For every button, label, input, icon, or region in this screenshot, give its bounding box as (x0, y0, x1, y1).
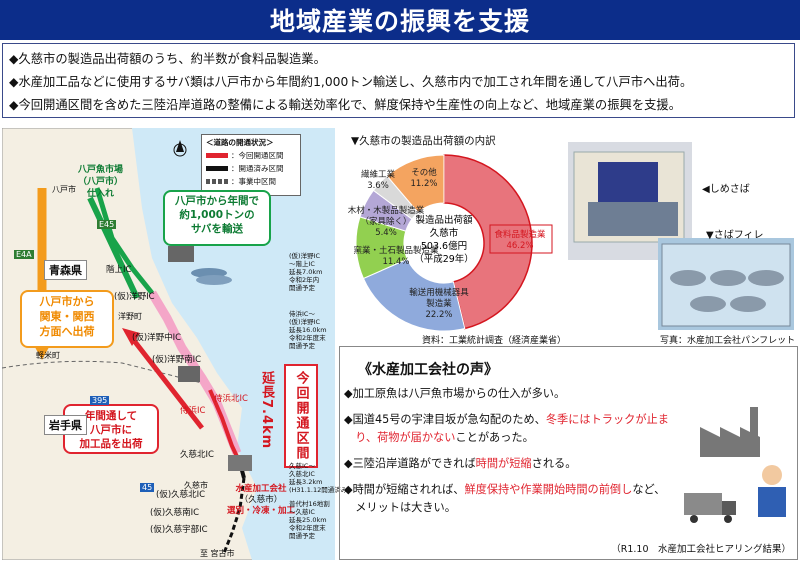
photo-credit: 写真：水産加工会社パンフレット (660, 336, 796, 346)
legend-swatch-construction (206, 179, 228, 184)
shimesaba-caption: ◀しめさば (702, 184, 750, 195)
e4a-sign: E4A (14, 250, 34, 259)
bullet-2: ◆水産加工品などに使用するサバ類は八戸市から年間約1,000トン輸送し、久慈市内… (9, 75, 693, 89)
legend-swatch-new (206, 153, 228, 158)
karumai-label: 軽米町 (36, 351, 60, 360)
pie-slice (386, 154, 445, 214)
voice-footer: （R1.10 水産加工会社ヒアリング結果） (611, 544, 791, 555)
center-label: 久慈市 (430, 227, 459, 239)
center-label: （平成29年） (414, 253, 474, 265)
iwate-label: 岩手県 (44, 415, 87, 435)
voice-text: ◆時間が短縮されれば、 (344, 483, 465, 496)
voice-item: ◆三陸沿岸道路ができれば時間が短縮される。 (344, 457, 576, 471)
route45-sign: 45 (140, 483, 155, 492)
samurai-ic-label: 侍浜IC (180, 406, 206, 416)
chart-source: 資料：工業統計調査（経済産業省） (422, 336, 567, 346)
company-voice-box: 《水産加工会社の声》 ◆加工原魚は八戸魚市場からの仕入が多い。 ◆国道45号の宇津… (339, 346, 798, 560)
pie-slice (443, 154, 533, 330)
section-length-label: 延長7.4km (259, 371, 274, 450)
route395-sign: 395 (90, 396, 110, 405)
hirono-central-ic-label: (仮)洋野中IC (132, 333, 182, 343)
legend-item: ：事業中区間 (206, 175, 296, 188)
legend-swatch-open (206, 166, 228, 171)
saba-fillet-photo (658, 238, 794, 330)
hashikami-ic-label: 階上IC (106, 265, 132, 275)
voice-text: ことがあった。 (455, 431, 534, 444)
voice-text: ◆国道45号の宇津目坂が急勾配のため、 (344, 413, 546, 426)
hirono-ic-label: (仮)洋野IC (114, 292, 155, 302)
voice-item: メリットは大きい。 (344, 501, 456, 515)
voice-text: 鮮度保持や作業開始時間の前倒し (464, 483, 633, 496)
shimesaba-photo (568, 142, 692, 260)
kuji-south-ic-label: (仮)久慈南IC (150, 508, 200, 518)
slice-label: 木材・木製品製造業（家具除く）5.4% (348, 205, 425, 238)
seafood-company-label: 水産加工会社 （久慈市） 選別・冷凍・加工 (227, 484, 296, 516)
hachinohe-city-label: 八戸市 (52, 185, 76, 194)
voice-text: ◆三陸沿岸道路ができれば (344, 457, 476, 470)
voice-text: される。 (531, 457, 577, 470)
kuji-n2-ic-label: (仮)久慈北IC (156, 490, 206, 500)
hachinohe-market-label: 八戸魚市場 （八戸市） 仕入れ (78, 165, 124, 199)
kuji-city-label: 久慈市 (184, 481, 208, 490)
legend-item: ：今回開通区間 (206, 149, 296, 162)
legend-label: ：今回開通区間 (231, 151, 284, 160)
voice-text: 時間が短縮 (475, 457, 532, 470)
kuji-north-ic-label: 久慈北IC (180, 450, 214, 460)
new-section-label: 今回開通区間 (284, 364, 318, 468)
page-title: 地域産業の振興を支援 (0, 0, 800, 40)
legend-label: ：開通済み区間 (231, 164, 284, 173)
center-label: 503.6億円 (421, 240, 467, 252)
kuji-ube-ic-label: (仮)久慈宇部IC (150, 525, 208, 535)
chart-title: ▼久慈市の製造品出荷額の内訳 (351, 135, 496, 147)
worker-icon (758, 465, 786, 517)
samurai-north-ic-label: 侍浜北IC (214, 394, 248, 404)
summary-bullets: ◆久慈市の製造品出荷額のうち、約半数が食料品製造業。 ◆水産加工品などに使用する… (2, 43, 795, 118)
voice-title: 《水産加工会社の声》 (358, 362, 498, 378)
bullet-1: ◆久慈市の製造品出荷額のうち、約半数が食料品製造業。 (9, 52, 326, 66)
truck-icon (684, 493, 736, 523)
miyako-label: 至 宮古市 (200, 549, 235, 558)
transport-callout: 八戸市から年間で 約1,000トンの サバを輸送 (163, 190, 271, 246)
legend-title: ＜道路の開通状況＞ (206, 138, 274, 147)
voice-item: ◆国道45号の宇津目坂が急勾配のため、冬季にはトラックが止ま (344, 413, 669, 427)
voice-item: ◆加工原魚は八戸魚市場からの仕入が多い。 (344, 387, 565, 401)
hirono-south-ic-label: (仮)洋野南IC (152, 355, 202, 365)
legend-label: ：事業中区間 (231, 177, 276, 186)
voice-text: など、 (632, 483, 666, 496)
shipping-callout: 八戸市から 関東・関西 方面へ出荷 (20, 290, 114, 348)
bullet-3: ◆今回開通区間を含めた三陸沿岸道路の整備による輸送効率化で、鮮度保持や生産性の向… (9, 98, 682, 112)
aomori-label: 青森県 (44, 260, 87, 280)
center-label: 製造品出荷額 (415, 214, 473, 226)
voice-text: り、荷物が届かない (344, 431, 456, 444)
voice-text: ◆加工原魚は八戸魚市場からの仕入が多い。 (344, 387, 566, 400)
factory-icon (700, 407, 760, 457)
voice-text: メリットは大きい。 (344, 501, 456, 514)
voice-item: り、荷物が届かないことがあった。 (344, 431, 534, 445)
pie-slice (362, 258, 466, 332)
route-map: ＜道路の開通状況＞ ：今回開通区間 ：開通済み区間 ：事業中区間 八戸魚市場 （… (2, 128, 350, 560)
food-label-box (489, 224, 553, 254)
map-legend: ＜道路の開通状況＞ ：今回開通区間 ：開通済み区間 ：事業中区間 (201, 134, 301, 196)
legend-item: ：開通済み区間 (206, 162, 296, 175)
saba-fillet-caption: ▼さばフィレ (706, 230, 764, 241)
voice-text: 冬季にはトラックが止ま (545, 413, 669, 426)
hirono-town-label: 洋野町 (118, 312, 142, 321)
e45-sign: E45 (97, 220, 117, 229)
voice-item: ◆時間が短縮されれば、鮮度保持や作業開始時間の前倒しなど、 (344, 483, 665, 497)
